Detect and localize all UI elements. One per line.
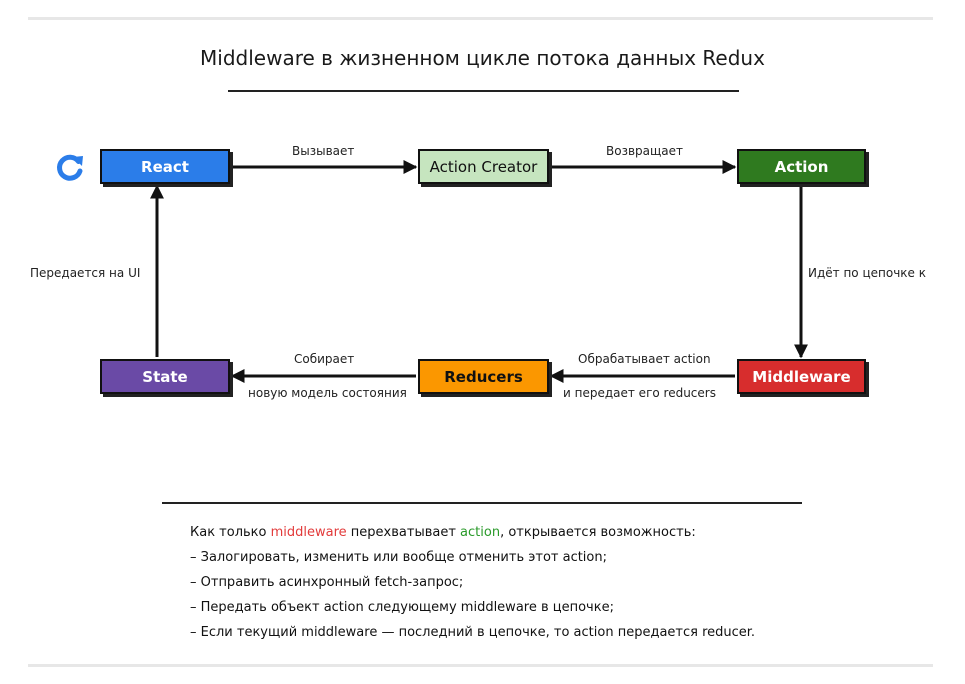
notes-intro: Как только middleware перехватывает acti…: [190, 525, 696, 540]
label-collects: Собирает: [294, 352, 355, 366]
node-state: State: [100, 359, 230, 394]
bottom-divider: [28, 664, 933, 667]
label-processes-action: Обрабатывает action: [578, 352, 711, 366]
notes-block: Как только middleware перехватывает acti…: [190, 520, 755, 645]
label-calls: Вызывает: [292, 144, 355, 158]
label-returns: Возвращает: [606, 144, 684, 158]
notes-divider: [162, 502, 802, 504]
node-reducers: Reducers: [418, 359, 549, 394]
notes-item: – Передать объект action следующему midd…: [190, 600, 614, 615]
highlight-middleware: middleware: [270, 525, 347, 540]
node-middleware: Middleware: [737, 359, 866, 394]
title-underline: [228, 90, 739, 92]
top-divider: [28, 17, 933, 20]
node-action-creator: Action Creator: [418, 149, 549, 184]
highlight-action: action: [460, 525, 501, 540]
label-new-state-model: новую модель состояния: [248, 386, 407, 400]
notes-item: – Отправить асинхронный fetch-запрос;: [190, 575, 464, 590]
diagram-title: Middleware в жизненном цикле потока данн…: [200, 46, 765, 70]
label-passed-to-ui: Передается на UI: [30, 266, 141, 280]
node-action: Action: [737, 149, 866, 184]
label-goes-to-chain: Идёт по цепочке к: [808, 266, 926, 280]
node-react: React: [100, 149, 230, 184]
notes-item: – Залогировать, изменить или вообще отме…: [190, 550, 607, 565]
refresh-icon: [57, 154, 83, 181]
label-passes-to-reducers: и передает его reducers: [563, 386, 716, 400]
notes-item: – Если текущий middleware — последний в …: [190, 625, 756, 640]
